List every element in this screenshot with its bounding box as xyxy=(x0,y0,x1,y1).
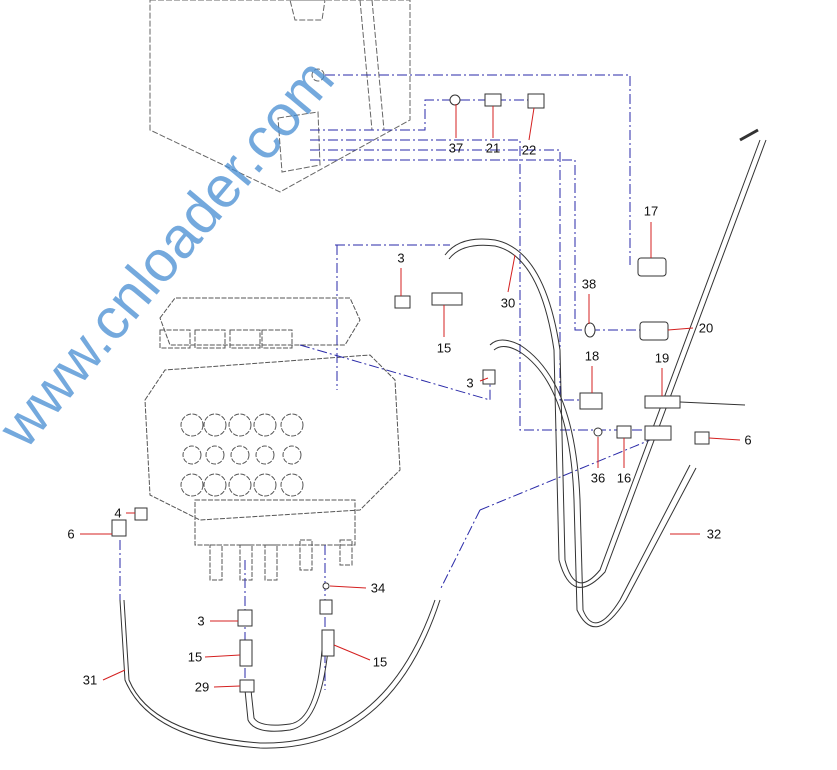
fittings xyxy=(111,93,746,693)
part-label: 37 xyxy=(448,140,464,156)
part-label: 3 xyxy=(466,375,474,391)
part-label: 15 xyxy=(187,649,203,665)
part-label: 22 xyxy=(521,142,537,158)
control-valve-outline xyxy=(144,297,401,581)
part-label: 32 xyxy=(706,526,722,542)
part-label: 31 xyxy=(82,672,98,688)
part-label: 6 xyxy=(67,526,75,542)
part-label: 6 xyxy=(744,432,752,448)
part-label: 30 xyxy=(500,295,516,311)
part-label: 36 xyxy=(590,470,606,486)
part-label: 29 xyxy=(194,679,210,695)
part-label: 21 xyxy=(485,140,501,156)
part-label: 18 xyxy=(584,348,600,364)
part-label: 15 xyxy=(372,654,388,670)
flow-lines xyxy=(119,74,651,690)
part-label: 4 xyxy=(114,505,122,521)
leader-lines xyxy=(80,104,741,688)
hoses xyxy=(119,128,767,749)
part-label: 15 xyxy=(436,340,452,356)
part-label: 3 xyxy=(197,613,205,629)
part-label: 38 xyxy=(581,276,597,292)
part-label: 16 xyxy=(616,470,632,486)
part-label: 17 xyxy=(643,203,659,219)
part-label: 3 xyxy=(397,250,405,266)
hydraulic-tank-outline xyxy=(149,0,411,193)
part-label: 20 xyxy=(698,320,714,336)
part-label: 34 xyxy=(370,580,386,596)
part-label: 19 xyxy=(654,350,670,366)
